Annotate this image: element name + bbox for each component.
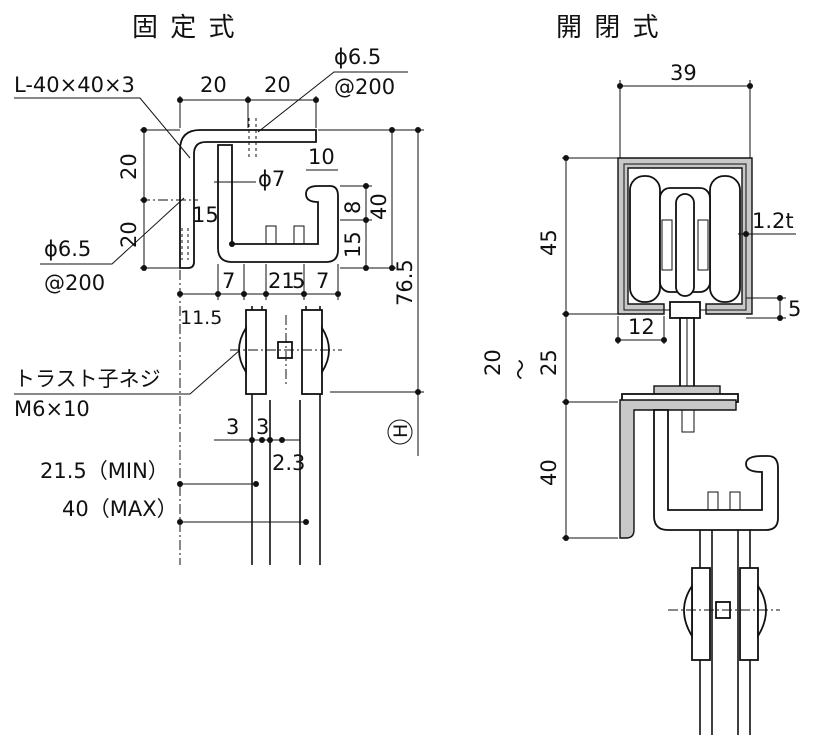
dim-40-right: 40 [537,459,561,486]
lower-hanger-right [739,567,759,661]
gap-max: 40（MAX） [62,497,178,521]
dim-bottom-21: 21 [268,269,295,293]
fixed-type-drawing: 20 20 L-40×40×3 ϕ6.5 @200 20 20 ϕ7 15 10 [14,45,424,565]
top-hole-pitch: @200 [334,75,395,99]
side-hole-pitch: @200 [44,271,105,295]
lower-c-rail [653,409,779,531]
dim-45: 45 [537,229,561,256]
dim-2-3: 2.3 [272,451,305,475]
dim-left-lower-20: 20 [117,221,141,248]
dim-39: 39 [670,61,697,85]
dim-range-tilde: ～ [509,359,533,380]
dim-15-right: 15 [341,231,365,258]
h-mark: H [390,424,412,438]
angle-label: L-40×40×3 [14,73,135,97]
housing-box [617,157,753,315]
dim-bottom-7-right: 7 [316,269,329,293]
angle-bracket [179,129,317,269]
hanger-plate-right [301,309,323,395]
title-fixed-type: 固 定 式 [132,13,237,43]
dim-11-5: 11.5 [180,307,222,329]
side-hole-dia: ϕ6.5 [44,237,91,261]
dim-12: 12 [628,315,655,339]
gap-min: 21.5（MIN） [40,459,169,483]
dim-top-right-20: 20 [264,73,291,97]
open-close-type-drawing: 39 [481,61,801,735]
dim-5-right: 5 [788,297,801,321]
lower-wheel-right [757,583,767,640]
dim-3-left: 3 [226,415,239,439]
thrust-screw-label: トラスト子ネジ [14,367,161,391]
dim-15-left: 15 [192,203,219,227]
wheel-left [238,324,247,376]
lower-wheel-left [683,583,693,640]
top-plate [653,385,721,395]
dim-76-5: 76.5 [393,259,417,306]
roller-right [709,175,741,303]
dim-range-25: 25 [537,349,561,376]
dim-top-left-20: 20 [200,73,227,97]
title-open-close-type: 開 閉 式 [556,13,661,43]
hanger-plate-left [245,309,267,395]
lower-hanger-left [691,567,711,661]
dim-bottom-5: 5 [292,269,305,293]
rail-inner-lip-left [265,225,277,245]
c-rail [217,144,339,263]
dim-thickness: 1.2t [752,209,794,233]
dim-40: 40 [367,193,391,220]
dim-bottom-7-left: 7 [222,269,235,293]
stem [669,301,701,319]
h-mark-circle [387,419,413,445]
roller-left [629,175,661,303]
dim-8: 8 [341,201,365,214]
dim-10: 10 [308,145,335,169]
dim-3-right: 3 [256,415,269,439]
dim-left-upper-20: 20 [117,153,141,180]
top-hole-dia: ϕ6.5 [334,45,381,69]
roller-center-bar [675,193,695,297]
dim-range-20: 20 [481,349,505,376]
rail-inner-lip-right [293,225,305,245]
thrust-screw-size: M6×10 [14,397,90,421]
inner-hole-dia: ϕ7 [258,167,285,191]
